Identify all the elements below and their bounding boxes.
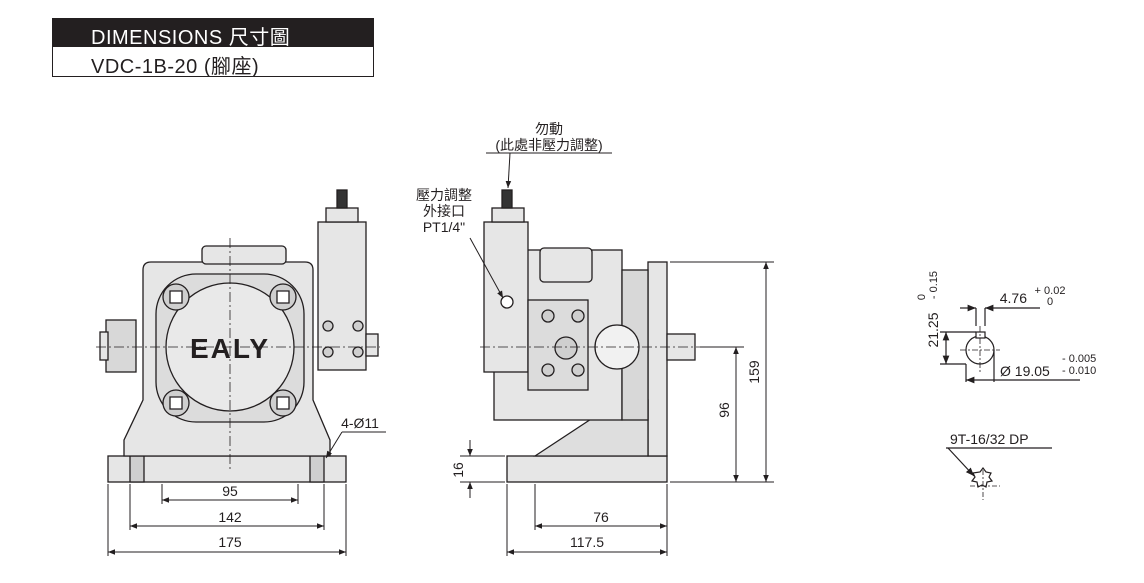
side-adjust-screw [501, 189, 513, 209]
brand-logo: EALY [190, 333, 270, 364]
warning-leader [505, 152, 512, 189]
bolt-icon [571, 309, 585, 323]
shaft-key-detail [940, 304, 1080, 384]
key-tol-lower: 0 [1047, 296, 1053, 308]
front-valve-nut [325, 207, 359, 223]
front-left-port [105, 319, 137, 373]
front-view [99, 189, 379, 483]
dim-175: 175 [218, 534, 242, 550]
dim-159: 159 [746, 360, 762, 384]
key-height: 21.25 [925, 312, 941, 347]
front-valve-plug [365, 333, 379, 357]
key-height-tol-upper: 0 [916, 294, 928, 300]
dia-tol-lower: - 0.010 [1062, 365, 1096, 377]
front-base-plate [107, 455, 347, 483]
side-plug-icon [554, 336, 578, 360]
pressure-port-icon [500, 295, 514, 309]
dim-96: 96 [716, 402, 732, 418]
bolt-icon [571, 363, 585, 377]
dim-95: 95 [222, 483, 238, 499]
key-height-tol-lower: - 0.15 [928, 271, 940, 299]
key-width: 4.76 [1000, 290, 1027, 306]
title-bar [53, 19, 373, 47]
spline-icon [970, 467, 994, 488]
key-tol-upper: + 0.02 [1035, 285, 1066, 297]
warning-line-1: 勿動 [535, 121, 563, 137]
front-foot-right [309, 455, 325, 483]
dim-76: 76 [593, 509, 609, 525]
front-foot-left [129, 455, 145, 483]
bolt-icon [541, 363, 555, 377]
bolt-icon [541, 309, 555, 323]
hole-callout: 4-Ø11 [341, 415, 379, 431]
side-view [483, 189, 696, 483]
title-block: DIMENSIONS 尺寸圖 VDC-1B-20 (腳座) [52, 18, 374, 78]
front-top-boss [201, 245, 287, 265]
front-left-cap [99, 331, 109, 361]
dim-16: 16 [450, 462, 466, 478]
spline-detail [946, 447, 1052, 500]
front-valve-block [317, 221, 367, 371]
dia-tol-upper: - 0.005 [1062, 353, 1096, 365]
dimensions-title: DIMENSIONS 尺寸圖 [91, 27, 291, 49]
dim-117-5: 117.5 [570, 534, 604, 550]
port-line-3: PT1/4" [423, 219, 465, 235]
front-adjust-screw [336, 189, 348, 209]
shaft-diameter: Ø 19.05 [1000, 363, 1050, 379]
side-base-plate [506, 455, 668, 483]
side-valve-nut [491, 207, 525, 223]
spline-label: 9T-16/32 DP [950, 431, 1029, 447]
port-line-1: 壓力調整 [416, 187, 472, 203]
side-bracket-upright [647, 261, 668, 457]
side-top-boss [539, 247, 593, 283]
dim-142: 142 [218, 509, 242, 525]
warning-line-2: (此處非壓力調整) [495, 137, 602, 153]
port-line-2: 外接口 [423, 203, 465, 219]
model-label: VDC-1B-20 (腳座) [91, 56, 260, 78]
port-leader [469, 237, 504, 299]
